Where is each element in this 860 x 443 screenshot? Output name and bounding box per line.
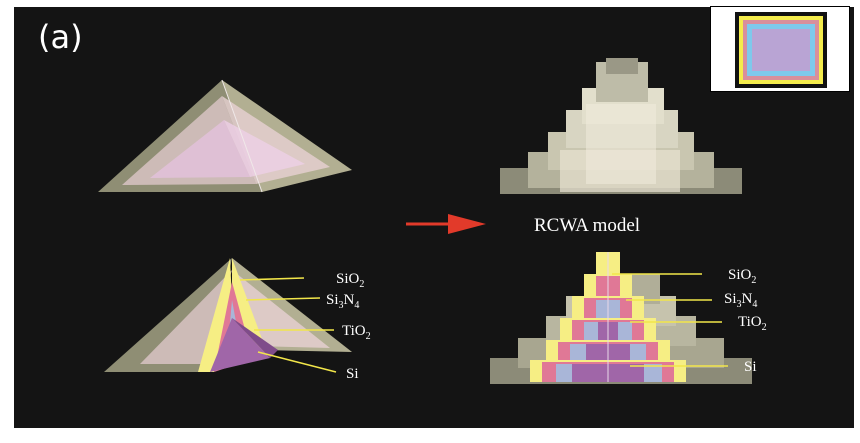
panel-label: (a) xyxy=(38,18,83,56)
right-label-si3n4: Si3N4 xyxy=(724,291,757,310)
stepped-layered-pyramid-bottom xyxy=(490,252,752,384)
left-leader-lines xyxy=(239,277,337,373)
left-label-si3n4: Si3N4 xyxy=(326,292,359,311)
layered-pyramid-bottom xyxy=(104,258,352,372)
right-label-tio2: TiO2 xyxy=(738,314,767,333)
right-label-si: Si xyxy=(744,359,757,375)
cross-section-inset xyxy=(710,6,850,92)
left-label-tio2: TiO2 xyxy=(342,323,371,342)
right-label-sio2: SiO2 xyxy=(728,267,756,286)
transform-arrow xyxy=(406,214,486,234)
left-label-sio2: SiO2 xyxy=(336,271,364,290)
concentric-squares xyxy=(735,12,827,88)
rcwa-caption: RCWA model xyxy=(534,215,640,236)
stepped-pyramid-top xyxy=(500,58,742,194)
smooth-pyramid-top xyxy=(98,79,352,193)
left-label-si: Si xyxy=(346,366,359,382)
inset-si-square xyxy=(752,29,810,71)
right-leader-lines xyxy=(612,273,728,367)
